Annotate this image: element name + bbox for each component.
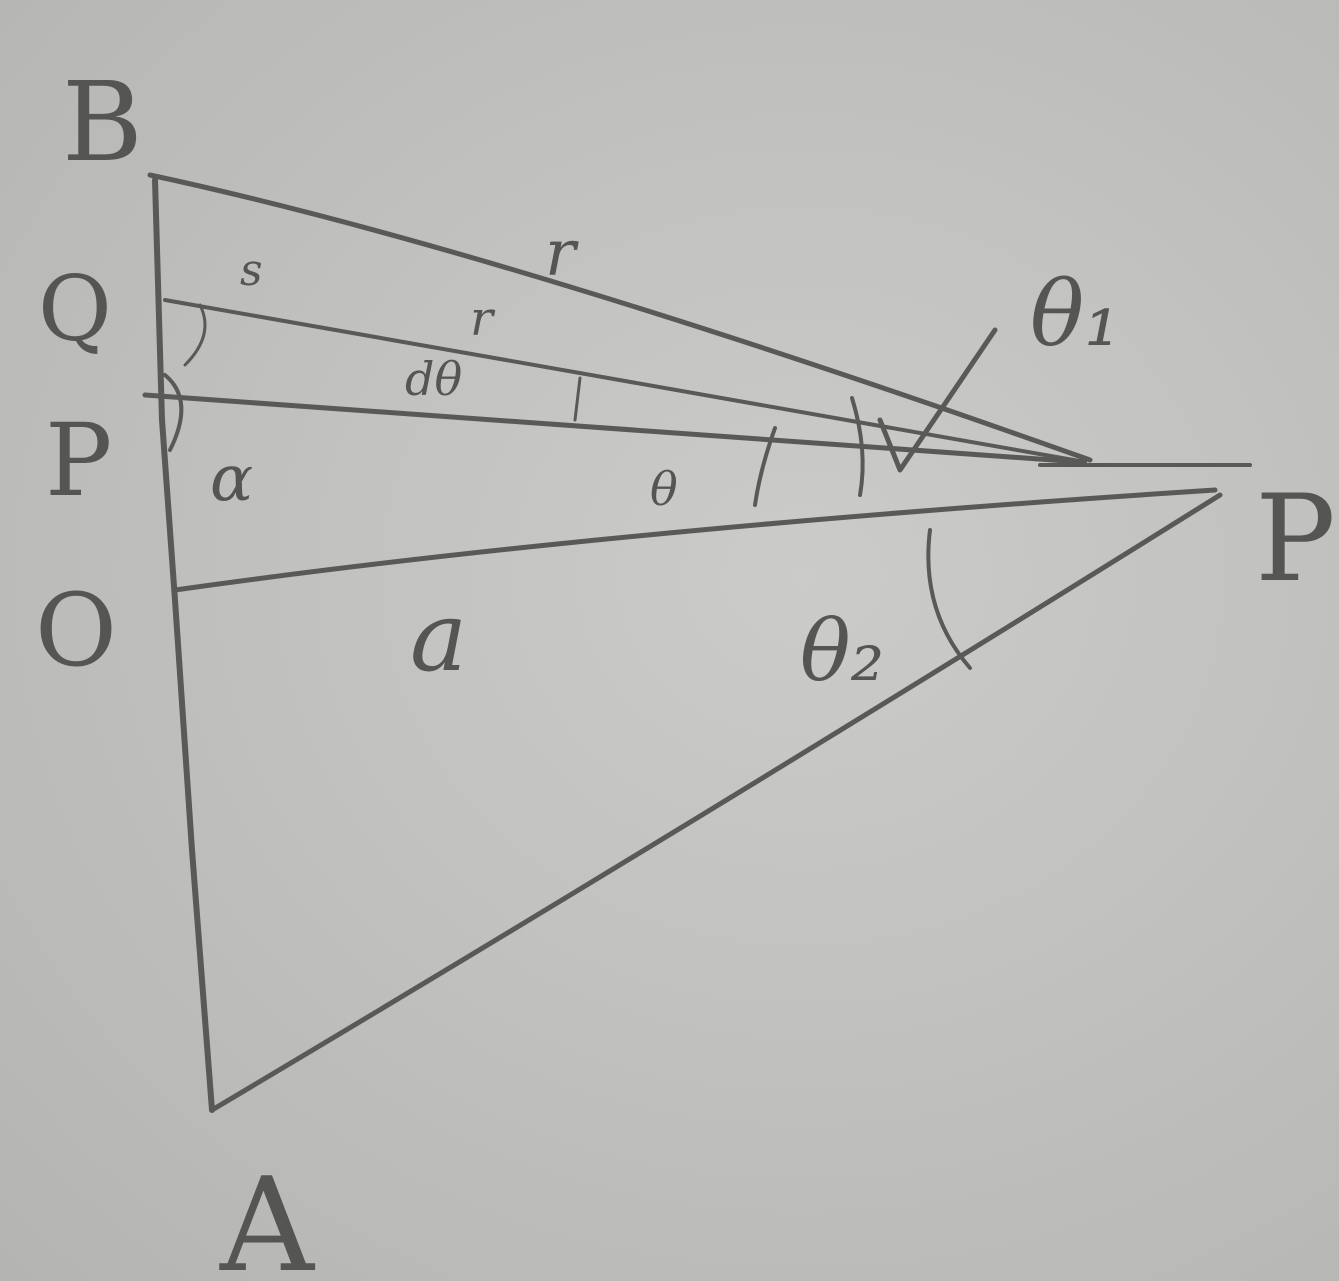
label-small-s: s: [240, 245, 263, 296]
label-point-P-wire: P: [45, 402, 112, 519]
label-dtheta: dθ: [405, 352, 462, 406]
line-PP: [142, 392, 1083, 465]
angle-arc-theta-outer: [850, 396, 865, 497]
angle-arc-theta2: [926, 528, 972, 670]
wire-AB: [152, 177, 215, 1113]
tick-mark-dtheta: [573, 376, 582, 422]
label-r-outer: r: [545, 217, 579, 291]
angle-arc-dtheta-small: [183, 303, 207, 367]
label-point-A: A: [219, 1149, 316, 1281]
angle-arc-alpha: [163, 373, 184, 452]
line-AP: [209, 492, 1223, 1113]
label-theta: θ: [650, 462, 678, 516]
label-theta1: θ₁: [1030, 262, 1120, 367]
label-a: a: [410, 581, 467, 693]
line-QP: [163, 298, 1087, 464]
angle-arc-theta: [753, 426, 777, 507]
label-point-B: B: [62, 58, 143, 186]
label-point-P-field: P: [1255, 470, 1336, 609]
label-r-inner: r: [470, 291, 496, 347]
label-point-Q: Q: [38, 257, 112, 362]
label-theta2: θ₂: [800, 602, 884, 700]
label-point-O: O: [35, 572, 117, 689]
line-BP: [147, 172, 1093, 463]
pointer-arrow-theta1: [877, 327, 998, 473]
line-OP: [172, 487, 1218, 593]
label-alpha: α: [210, 442, 253, 516]
